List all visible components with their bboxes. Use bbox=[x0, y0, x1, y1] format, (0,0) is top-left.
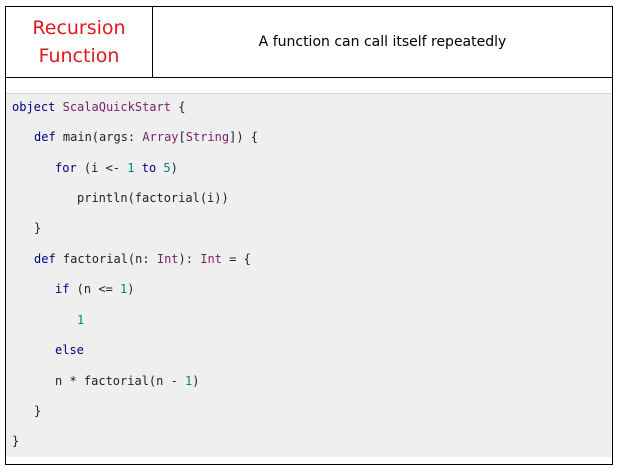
code-token: ]) { bbox=[229, 130, 259, 144]
code-token: for bbox=[55, 161, 77, 175]
code-token: ) bbox=[170, 161, 178, 175]
code-line: 1 bbox=[77, 311, 84, 329]
code-token: ScalaQuickStart bbox=[62, 100, 171, 114]
code-token: (i <- bbox=[76, 161, 128, 175]
code-line: object ScalaQuickStart { bbox=[12, 98, 185, 116]
code-token: String bbox=[185, 130, 230, 144]
code-token: } bbox=[34, 404, 42, 418]
title-line-2: Function bbox=[38, 45, 120, 67]
code-token: n * factorial(n - bbox=[55, 374, 186, 388]
code-token: 1 bbox=[77, 313, 85, 327]
code-token: 5 bbox=[163, 161, 171, 175]
code-token bbox=[135, 161, 142, 175]
code-token: { bbox=[170, 100, 186, 114]
code-token: Int bbox=[200, 252, 222, 266]
code-token: if bbox=[55, 282, 70, 296]
code-token: (n <= bbox=[69, 282, 121, 296]
code-token: } bbox=[34, 221, 42, 235]
code-line: def factorial(n: Int): Int = { bbox=[34, 250, 251, 268]
code-token: ) bbox=[127, 282, 135, 296]
title-line-1: Recursion bbox=[32, 17, 126, 39]
header-table: Recursion Function A function can call i… bbox=[6, 7, 612, 78]
code-token: [ bbox=[178, 130, 186, 144]
code-line: else bbox=[55, 341, 84, 359]
code-token: ): bbox=[178, 252, 201, 266]
code-line: for (i <- 1 to 5) bbox=[55, 159, 178, 177]
code-token: else bbox=[55, 343, 84, 357]
code-line: def main(args: Array[String]) { bbox=[34, 128, 258, 146]
section-title: Recursion Function bbox=[6, 7, 153, 77]
code-token bbox=[55, 100, 62, 114]
code-token: println(factorial(i)) bbox=[77, 191, 229, 205]
code-token: = { bbox=[221, 252, 251, 266]
code-line: } bbox=[34, 219, 41, 237]
code-token: 1 bbox=[185, 374, 193, 388]
code-token: object bbox=[12, 100, 56, 114]
code-token: def bbox=[34, 130, 56, 144]
code-token: Int bbox=[156, 252, 179, 266]
section-description: A function can call itself repeatedly bbox=[258, 34, 507, 50]
code-token: factorial(n: bbox=[55, 252, 157, 266]
code-token: ) bbox=[192, 374, 200, 388]
page-frame: Recursion Function A function can call i… bbox=[5, 6, 613, 465]
code-line: if (n <= 1) bbox=[55, 280, 135, 298]
code-token: 1 bbox=[120, 282, 128, 296]
code-token: Array bbox=[142, 130, 179, 144]
code-token: } bbox=[12, 434, 20, 448]
code-token: to bbox=[141, 161, 157, 175]
code-token: 1 bbox=[127, 161, 135, 175]
code-line: println(factorial(i)) bbox=[77, 189, 229, 207]
code-line: n * factorial(n - 1) bbox=[55, 372, 200, 390]
code-token: main(args: bbox=[55, 130, 143, 144]
code-token: def bbox=[34, 252, 56, 266]
code-line: } bbox=[34, 402, 41, 420]
code-block: object ScalaQuickStart { def main(args: … bbox=[6, 93, 612, 457]
code-line: } bbox=[12, 432, 19, 450]
